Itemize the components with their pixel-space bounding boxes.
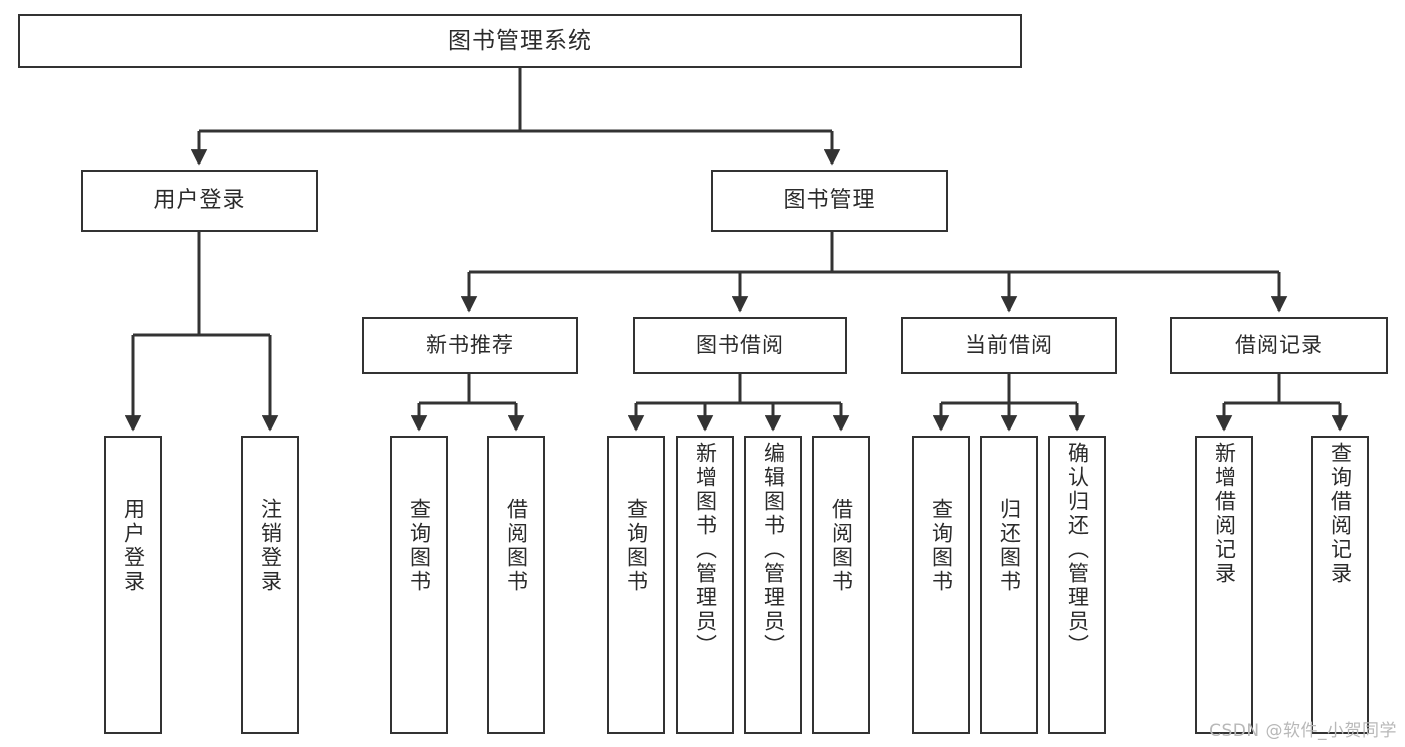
leaf-book-borrow-edit[interactable]: 编辑图书（管理员） [744,436,802,734]
node-label: 归还图书 [997,498,1022,594]
node-label: 新书推荐 [426,333,514,358]
leaf-borrow-record-add[interactable]: 新增借阅记录 [1195,436,1253,734]
leaf-book-borrow-borrow[interactable]: 借阅图书 [812,436,870,734]
node-label: 用户登录 [121,498,146,594]
leaf-current-borrow-confirm-return[interactable]: 确认归还（管理员） [1048,436,1106,734]
node-label: 查询图书 [929,498,954,594]
leaf-new-book-query[interactable]: 查询图书 [390,436,448,734]
node-label: 新增借阅记录 [1212,442,1237,586]
node-label: 新增图书（管理员） [693,442,718,658]
node-current-borrow[interactable]: 当前借阅 [901,317,1117,374]
node-label: 图书管理系统 [448,27,592,54]
leaf-current-borrow-return[interactable]: 归还图书 [980,436,1038,734]
leaf-book-borrow-add[interactable]: 新增图书（管理员） [676,436,734,734]
node-label: 注销登录 [258,498,283,594]
leaf-book-borrow-query[interactable]: 查询图书 [607,436,665,734]
leaf-current-borrow-query[interactable]: 查询图书 [912,436,970,734]
leaf-borrow-record-query[interactable]: 查询借阅记录 [1311,436,1369,734]
node-label: 编辑图书（管理员） [761,442,786,658]
node-new-book-recommend[interactable]: 新书推荐 [362,317,578,374]
leaf-user-login-login[interactable]: 用户登录 [104,436,162,734]
node-borrow-record[interactable]: 借阅记录 [1170,317,1388,374]
node-label: 借阅记录 [1235,333,1323,358]
node-label: 借阅图书 [829,498,854,594]
node-label: 查询图书 [624,498,649,594]
leaf-user-login-logout[interactable]: 注销登录 [241,436,299,734]
node-user-login[interactable]: 用户登录 [81,170,318,232]
node-label: 确认归还（管理员） [1065,442,1090,658]
node-label: 当前借阅 [965,333,1053,358]
node-label: 查询借阅记录 [1328,442,1353,586]
node-label: 图书管理 [783,188,876,214]
node-label: 借阅图书 [504,498,529,594]
node-root-system[interactable]: 图书管理系统 [18,14,1022,68]
node-label: 用户登录 [153,188,246,214]
node-book-management[interactable]: 图书管理 [711,170,948,232]
node-book-borrow[interactable]: 图书借阅 [633,317,847,374]
node-label: 图书借阅 [696,333,784,358]
node-label: 查询图书 [407,498,432,594]
leaf-new-book-borrow[interactable]: 借阅图书 [487,436,545,734]
csdn-watermark: CSDN @软件_小贺同学 [1209,721,1397,741]
